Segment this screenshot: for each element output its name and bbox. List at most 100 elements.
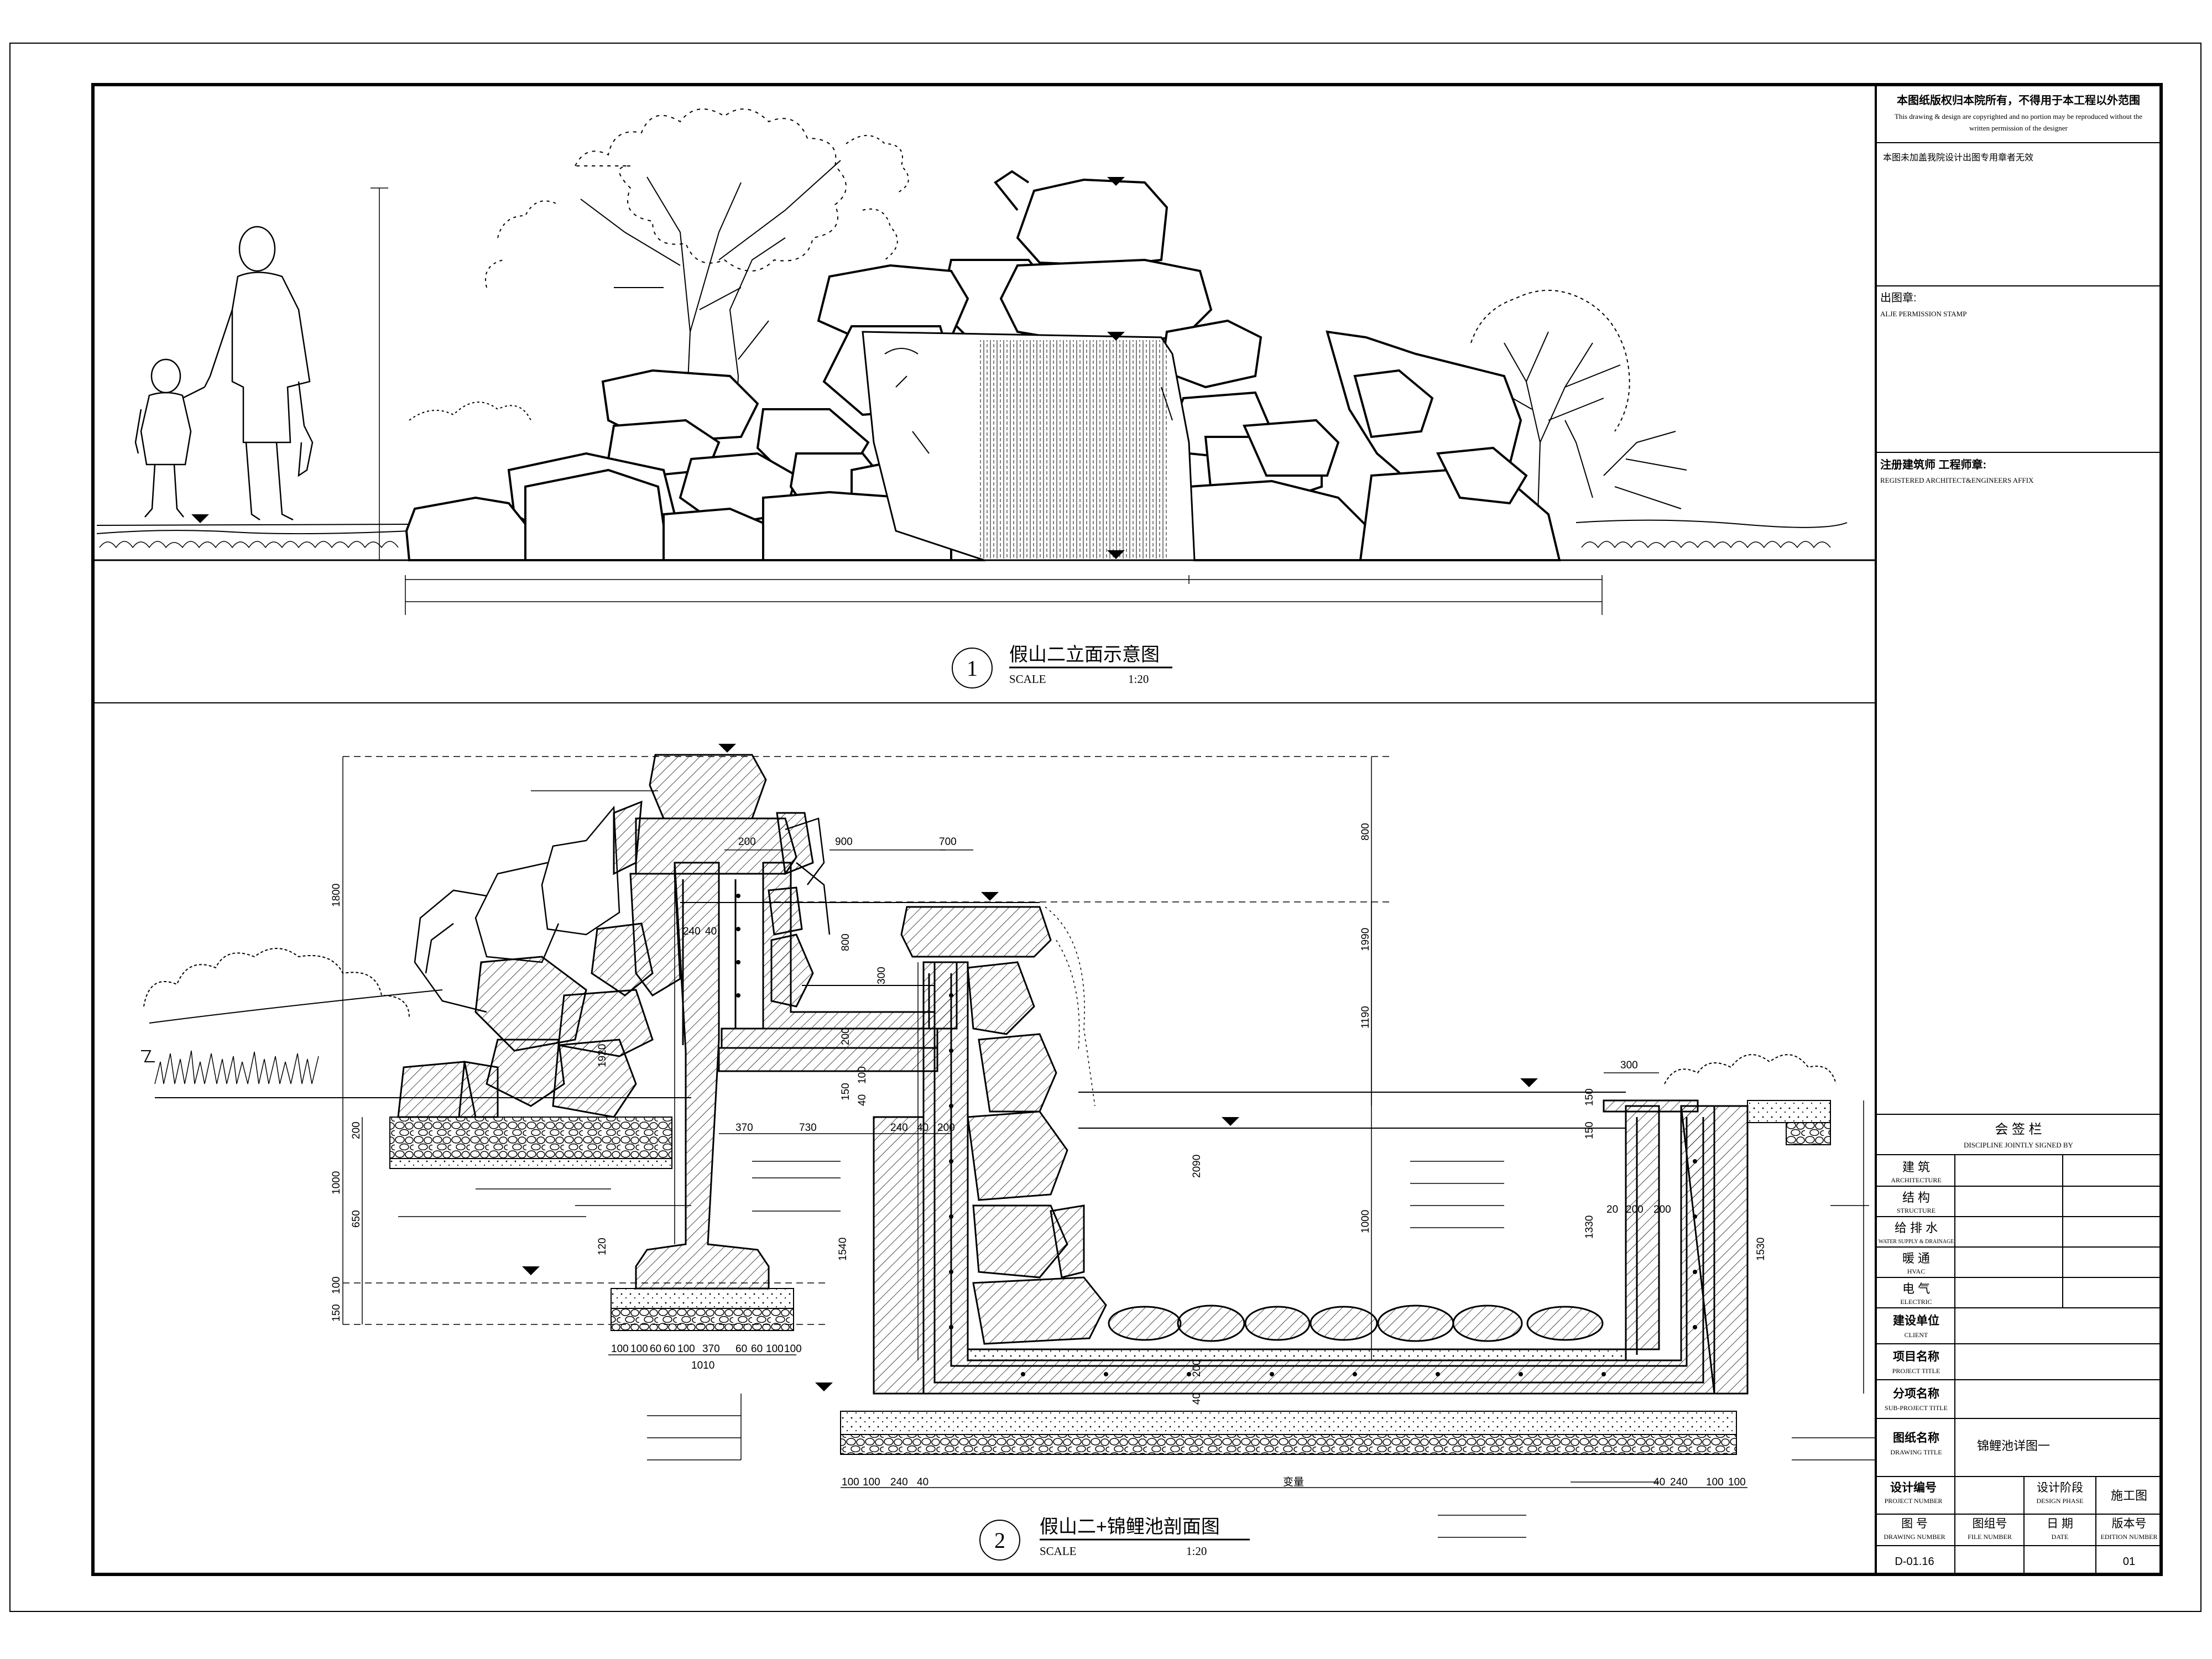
dim-base-100a: 100: [611, 1343, 629, 1355]
dim-base-100b: 100: [630, 1343, 648, 1355]
discipline-water-en: WATER SUPPLY & DRAINAGE: [1879, 1239, 1954, 1245]
drawing2-scale-label: SCALE: [1040, 1545, 1077, 1558]
people-figures: [134, 226, 314, 521]
dim-left-1800: 1800: [331, 884, 342, 907]
drawing2-scale: 1:20: [1186, 1545, 1207, 1558]
dim-left-1920: 1920: [597, 1044, 608, 1067]
rockery-elevation: [405, 170, 1561, 561]
dim-base-100c: 100: [677, 1343, 695, 1355]
client-en: CLIENT: [1905, 1331, 1928, 1339]
date-en: DATE: [2052, 1533, 2069, 1541]
dim-mid-40: 40: [705, 926, 717, 937]
dim-base-60a: 60: [650, 1343, 661, 1355]
dim-mid-1540: 1540: [837, 1238, 849, 1261]
left-shrub: [143, 948, 410, 1018]
permission-stamp-en: ALJE PERMISSION STAMP: [1880, 310, 1966, 318]
dim-mid-370: 370: [735, 1122, 753, 1134]
dim-base-370: 370: [702, 1343, 720, 1355]
drawing2-number: 2: [994, 1528, 1005, 1553]
dim-left-650: 650: [351, 1210, 362, 1228]
dim-rv-1190: 1190: [1360, 1006, 1371, 1029]
date-cn: 日 期: [2047, 1517, 2073, 1530]
dim-mid-200c: 200: [1191, 1359, 1203, 1377]
dim-left-150: 150: [331, 1304, 342, 1322]
design-phase-value: 施工图: [2111, 1489, 2147, 1503]
dim-bot-100d: 100: [1728, 1477, 1746, 1488]
drawing1-number: 1: [967, 656, 978, 681]
file-number-en: FILE NUMBER: [1968, 1533, 2012, 1541]
elevation-drawing: 1 假山二立面示意图 SCALE 1:20: [93, 108, 1876, 688]
dim-top-700: 700: [939, 836, 957, 848]
dim-bot-100b: 100: [863, 1477, 880, 1488]
subproject-cn: 分项名称: [1893, 1387, 1939, 1400]
dim-mid-40b: 40: [917, 1122, 928, 1134]
dim-base-1010: 1010: [691, 1360, 714, 1371]
dim-mid-150: 150: [840, 1083, 852, 1100]
dim-bot-100c: 100: [1706, 1477, 1724, 1488]
dim-mid-40: 40: [857, 1094, 868, 1106]
discipline-hvac-cn: 暖 通: [1902, 1251, 1930, 1265]
edition-cn: 版本号: [2112, 1517, 2147, 1530]
stamp-note: 本图未加盖我院设计出图专用章者无效: [1883, 153, 2033, 163]
dim-top-900: 900: [835, 836, 853, 848]
copyright-en1: This drawing & design are copyrighted an…: [1895, 112, 2142, 121]
drawing-number-en: DRAWING NUMBER: [1884, 1533, 1945, 1541]
dim-r-1330: 1330: [1584, 1215, 1595, 1239]
dim-bot-40b: 40: [1653, 1477, 1665, 1488]
dim-mid-100: 100: [857, 1066, 868, 1084]
permission-stamp-cn: 出图章:: [1880, 291, 1917, 304]
client-cn: 建设单位: [1893, 1314, 1939, 1327]
drawing-number-value: D-01.16: [1895, 1556, 1934, 1568]
section-drawing: 200 900 700 1800 1920 200 1000 650 120 1…: [141, 744, 1875, 1561]
discipline-electric-en: ELECTRIC: [1900, 1298, 1932, 1306]
dim-r-1530: 1530: [1755, 1238, 1767, 1261]
drawing1-scale: 1:20: [1128, 672, 1149, 686]
dim-base-60d: 60: [751, 1343, 763, 1355]
dim-mid-800: 800: [840, 933, 852, 951]
drawing2-title: 假山二+锦鲤池剖面图: [1040, 1516, 1220, 1537]
dim-left-100: 100: [331, 1276, 342, 1294]
edition-en: EDITION NUMBER: [2101, 1533, 2158, 1541]
copyright-en2: written permission of the designer: [1969, 124, 2068, 132]
drawing1-title: 假山二立面示意图: [1009, 644, 1160, 665]
discipline-electric-cn: 电 气: [1902, 1282, 1930, 1296]
drawing-title-en: DRAWING TITLE: [1890, 1448, 1942, 1456]
architect-cn: 注册建筑师 工程师章:: [1880, 458, 1986, 471]
design-phase-cn: 设计阶段: [2037, 1481, 2083, 1494]
dim-mid-2090: 2090: [1191, 1155, 1203, 1178]
drawing1-scale-label: SCALE: [1009, 672, 1046, 686]
dim-rv-800: 800: [1360, 823, 1371, 841]
dim-left-200: 200: [351, 1121, 362, 1139]
discipline-architecture-cn: 建 筑: [1902, 1160, 1930, 1174]
dim-r-200b: 200: [1653, 1204, 1671, 1215]
dim-base-100e: 100: [784, 1343, 802, 1355]
dim-base-60b: 60: [664, 1343, 675, 1355]
discipline-structure-cn: 结 构: [1902, 1191, 1930, 1204]
project-number-en: PROJECT NUMBER: [1885, 1497, 1943, 1505]
dim-bot-240b: 240: [1670, 1477, 1688, 1488]
dim-bot-100a: 100: [842, 1477, 859, 1488]
project-number-cn: 设计编号: [1890, 1481, 1937, 1494]
concrete-structure: [635, 862, 1749, 1395]
dim-left-1000: 1000: [331, 1171, 342, 1194]
dim-r-150: 150: [1584, 1088, 1595, 1106]
dim-bot-40a: 40: [917, 1477, 928, 1488]
dim-mid-200: 200: [840, 1027, 852, 1045]
dim-r-300: 300: [1620, 1060, 1638, 1071]
dim-mid-240: 240: [683, 926, 701, 937]
dim-mid-200b: 200: [937, 1122, 955, 1134]
dim-left-120: 120: [597, 1238, 608, 1255]
drawing-number-cn: 图 号: [1901, 1517, 1928, 1530]
discipline-architecture-en: ARCHITECTURE: [1891, 1176, 1941, 1184]
architect-en: REGISTERED ARCHITECT&ENGINEERS AFFIX: [1880, 476, 2034, 484]
dim-bot-240a: 240: [890, 1477, 908, 1488]
dim-rv-1000: 1000: [1360, 1210, 1371, 1233]
drawing-title-value: 锦鲤池详图一: [1977, 1439, 2050, 1453]
dim-r-200: 200: [1626, 1204, 1644, 1215]
discipline-water-cn: 给 排 水: [1895, 1221, 1938, 1235]
subproject-en: SUB-PROJECT TITLE: [1885, 1404, 1948, 1412]
dim-mid-730: 730: [799, 1122, 817, 1134]
dim-mid-240b: 240: [890, 1122, 908, 1134]
drawing-frame: [91, 83, 2163, 1576]
